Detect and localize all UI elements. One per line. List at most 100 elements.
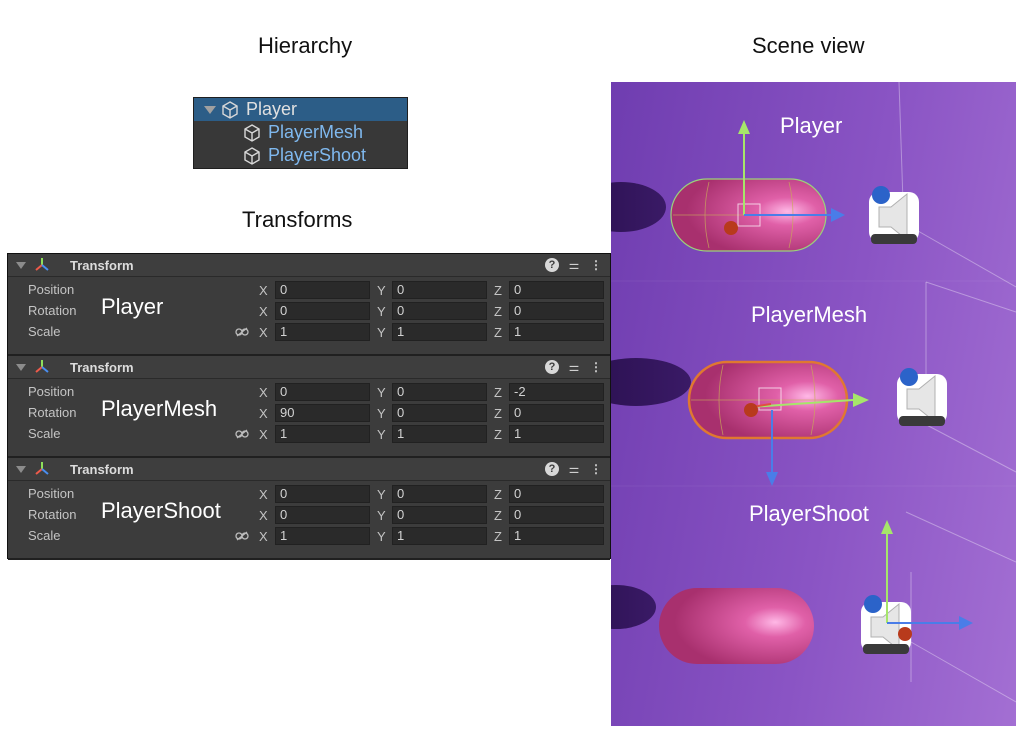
transform-icon xyxy=(35,360,49,373)
rotation-x-field[interactable]: 0 xyxy=(275,302,370,320)
cube-icon xyxy=(222,100,238,119)
position-z-field[interactable]: -2 xyxy=(509,383,604,401)
x-axis-label: X xyxy=(259,508,268,523)
scale-z-field[interactable]: 1 xyxy=(509,527,604,545)
position-y-field[interactable]: 0 xyxy=(392,281,487,299)
y-axis-label: Y xyxy=(377,406,386,421)
scene-render xyxy=(611,82,1016,703)
x-axis-label: X xyxy=(259,529,268,544)
position-y-field[interactable]: 0 xyxy=(392,383,487,401)
cube-icon xyxy=(244,123,260,142)
y-axis-label: Y xyxy=(377,304,386,319)
rotation-x-field[interactable]: 90 xyxy=(275,404,370,422)
scale-x-field[interactable]: 1 xyxy=(275,323,370,341)
help-icon[interactable]: ? xyxy=(545,462,559,476)
transform-title: Transform xyxy=(70,461,134,477)
hierarchy-item-player[interactable]: Player xyxy=(194,98,407,121)
x-axis-label: X xyxy=(259,406,268,421)
y-axis-label: Y xyxy=(377,283,386,298)
hierarchy-item-playershoot[interactable]: PlayerShoot xyxy=(194,144,407,167)
rotation-y-field[interactable]: 0 xyxy=(392,404,487,422)
rotation-z-field[interactable]: 0 xyxy=(509,404,604,422)
y-axis-label: Y xyxy=(377,487,386,502)
x-axis-label: X xyxy=(259,304,268,319)
presets-icon[interactable]: ⚌ xyxy=(568,360,580,374)
y-axis-label: Y xyxy=(377,529,386,544)
z-axis-label: Z xyxy=(494,508,502,523)
help-icon[interactable]: ? xyxy=(545,360,559,374)
scene-view-heading: Scene view xyxy=(752,33,865,58)
scale-y-field[interactable]: 1 xyxy=(392,323,487,341)
hierarchy-item-playermesh[interactable]: PlayerMesh xyxy=(194,121,407,144)
y-axis-label: Y xyxy=(377,325,386,340)
scale-z-field[interactable]: 1 xyxy=(509,323,604,341)
rotation-z-field[interactable]: 0 xyxy=(509,302,604,320)
position-y-field[interactable]: 0 xyxy=(392,485,487,503)
more-options-icon[interactable]: ⋮ xyxy=(590,360,602,374)
position-x-field[interactable]: 0 xyxy=(275,485,370,503)
scene-label-player: Player xyxy=(780,113,843,138)
help-icon[interactable]: ? xyxy=(545,258,559,272)
rotation-label: Rotation xyxy=(28,303,77,318)
scale-x-field[interactable]: 1 xyxy=(275,527,370,545)
hierarchy-panel: Player PlayerMesh PlayerShoot xyxy=(193,97,408,169)
transform-title: Transform xyxy=(70,257,134,273)
position-x-field[interactable]: 0 xyxy=(275,383,370,401)
hierarchy-heading: Hierarchy xyxy=(258,33,353,58)
transform-icon xyxy=(35,258,49,271)
z-axis-label: Z xyxy=(494,529,502,544)
transforms-heading: Transforms xyxy=(242,207,353,232)
z-axis-label: Z xyxy=(494,283,502,298)
rotation-y-field[interactable]: 0 xyxy=(392,302,487,320)
z-axis-label: Z xyxy=(494,487,502,502)
expand-triangle-icon[interactable] xyxy=(204,105,216,114)
x-axis-label: X xyxy=(259,385,268,400)
position-z-field[interactable]: 0 xyxy=(509,281,604,299)
rotation-z-field[interactable]: 0 xyxy=(509,506,604,524)
position-label: Position xyxy=(28,486,75,501)
scale-label: Scale xyxy=(28,324,61,339)
rotation-y-field[interactable]: 0 xyxy=(392,506,487,524)
foldout-triangle-icon[interactable] xyxy=(16,363,26,371)
presets-icon[interactable]: ⚌ xyxy=(568,258,580,272)
x-axis-label: X xyxy=(259,427,268,442)
presets-icon[interactable]: ⚌ xyxy=(568,462,580,476)
x-axis-label: X xyxy=(259,325,268,340)
scale-x-field[interactable]: 1 xyxy=(275,425,370,443)
transform-header[interactable]: Transform?⚌⋮ xyxy=(8,356,610,379)
scale-z-field[interactable]: 1 xyxy=(509,425,604,443)
y-axis-label: Y xyxy=(377,385,386,400)
rotation-x-field[interactable]: 0 xyxy=(275,506,370,524)
object-name-label: PlayerShoot xyxy=(101,498,221,523)
position-label: Position xyxy=(28,282,75,297)
rotation-label: Rotation xyxy=(28,507,77,522)
y-axis-label: Y xyxy=(377,508,386,523)
object-name-label: PlayerMesh xyxy=(101,396,218,421)
scene-view[interactable]: Player PlayerMesh PlayerShoot xyxy=(611,82,1016,726)
scale-y-field[interactable]: 1 xyxy=(392,527,487,545)
scale-y-field[interactable]: 1 xyxy=(392,425,487,443)
constrain-proportions-icon[interactable] xyxy=(235,531,249,541)
foldout-triangle-icon[interactable] xyxy=(16,465,26,473)
position-x-field[interactable]: 0 xyxy=(275,281,370,299)
object-name-label: Player xyxy=(101,294,164,319)
hierarchy-item-label: PlayerMesh xyxy=(268,122,364,142)
transform-header[interactable]: Transform? ⚌ ⋮ xyxy=(8,458,610,481)
more-options-icon[interactable]: ⋮ xyxy=(590,462,602,476)
scale-label: Scale xyxy=(28,528,61,543)
rotation-label: Rotation xyxy=(28,405,77,420)
x-axis-label: X xyxy=(259,487,268,502)
constrain-proportions-icon[interactable] xyxy=(235,327,249,337)
more-options-icon[interactable]: ⋮ xyxy=(590,258,602,272)
shadow-shape xyxy=(611,182,666,232)
z-axis-label: Z xyxy=(494,304,502,319)
position-z-field[interactable]: 0 xyxy=(509,485,604,503)
hierarchy-item-label: PlayerShoot xyxy=(268,145,367,165)
foldout-triangle-icon[interactable] xyxy=(16,261,26,269)
constrain-proportions-icon[interactable] xyxy=(235,429,249,439)
transform-header[interactable]: Transform? ⚌ ⋮ xyxy=(8,254,610,277)
